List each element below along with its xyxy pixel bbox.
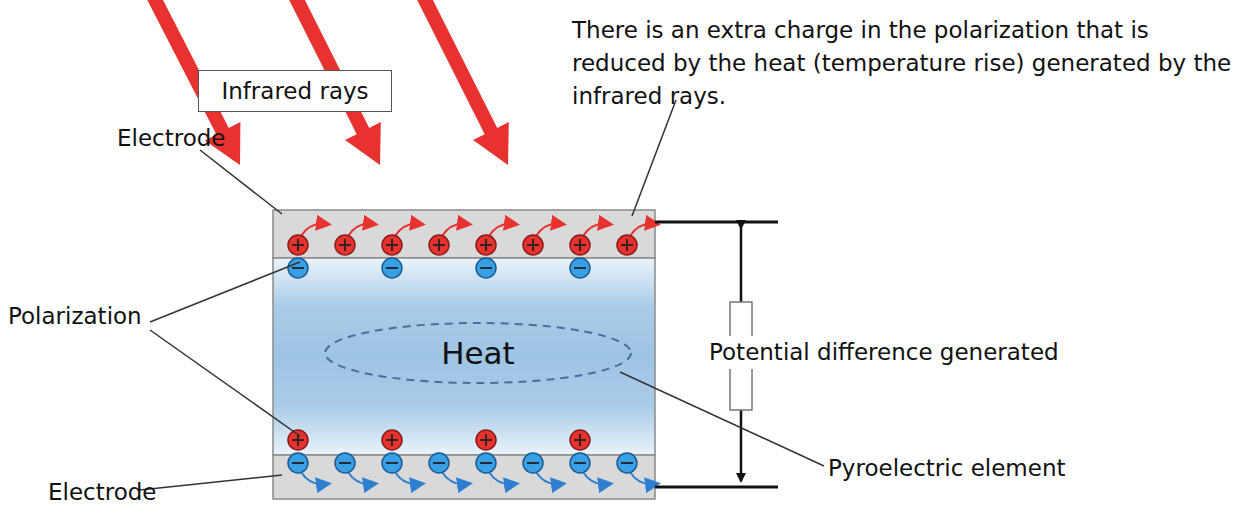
- part-label: Electrode: [117, 122, 226, 155]
- pyroelectric-body: [273, 258, 655, 455]
- positive-charge: [476, 235, 496, 255]
- positive-charge: [570, 430, 590, 450]
- positive-charge: [476, 430, 496, 450]
- top-electrode: [273, 210, 655, 258]
- negative-charge: [523, 453, 543, 473]
- node-text: Infrared rays: [221, 78, 368, 104]
- positive-charge: [617, 235, 637, 255]
- positive-charge: [288, 430, 308, 450]
- callout-note: There is an extra charge in the polariza…: [572, 14, 1244, 113]
- negative-charge: [617, 453, 637, 473]
- part-label: Polarization: [8, 300, 142, 333]
- negative-charge: [570, 453, 590, 473]
- positive-charge: [335, 235, 355, 255]
- positive-charge: [288, 235, 308, 255]
- negative-charge: [382, 258, 402, 278]
- heat-ellipse: Heat: [323, 321, 633, 385]
- infrared-arrow: [414, 0, 509, 165]
- negative-charge: [382, 453, 402, 473]
- leader-lines: [140, 100, 824, 490]
- positive-charge: [429, 235, 449, 255]
- part-label: Electrode: [48, 476, 157, 507]
- negative-charge: [288, 453, 308, 473]
- negative-charge: [288, 258, 308, 278]
- negative-charge: [335, 453, 355, 473]
- negative-charge: [476, 258, 496, 278]
- bottom-electrode: [273, 455, 655, 499]
- label-box: Infrared rays: [198, 70, 392, 112]
- part-label: Pyroelectric element: [828, 452, 1066, 485]
- negative-charge: [570, 258, 590, 278]
- node-text: Heat: [441, 335, 515, 371]
- charges: [288, 224, 655, 485]
- positive-charge: [382, 235, 402, 255]
- positive-charge: [523, 235, 543, 255]
- negative-charge: [476, 453, 496, 473]
- negative-charge: [429, 453, 449, 473]
- positive-charge: [570, 235, 590, 255]
- signal-label: Potential difference generated: [706, 336, 1062, 369]
- positive-charge: [382, 430, 402, 450]
